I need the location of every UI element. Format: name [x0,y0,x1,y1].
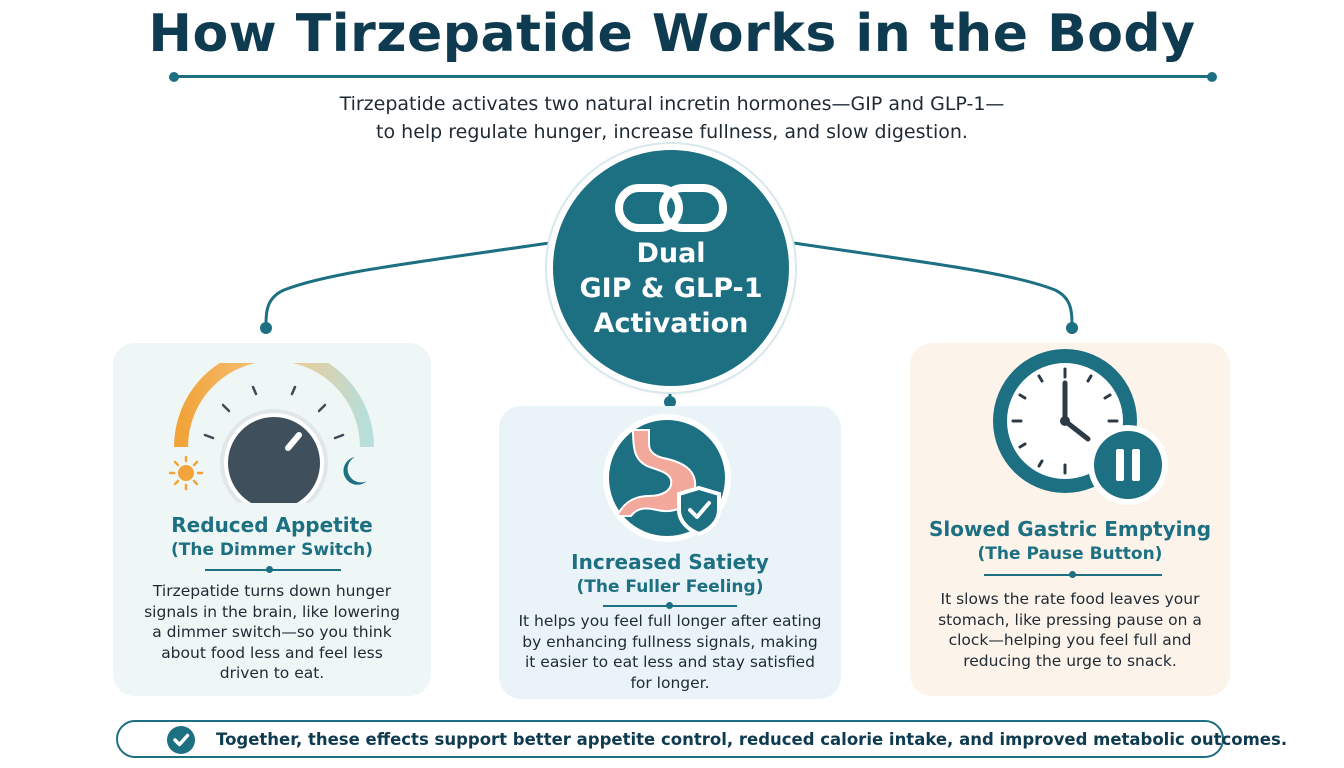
hub-line-2: GIP & GLP-1 [579,273,763,304]
card-slowed-gastric-emptying: Slowed Gastric Emptying (The Pause Butto… [910,343,1230,696]
card-left-subtitle: (The Dimmer Switch) [171,540,373,560]
connector-right-dot [1066,322,1078,334]
card-left-divider [205,569,341,571]
clock-pause-icon [993,349,1168,505]
card-left-body: Tirzepatide turns down hunger signals in… [113,581,431,684]
dual-activation-hub: Dual GIP & GLP-1 Activation [553,150,789,386]
card-right-body-line: clock—helping you feel full and [948,631,1192,649]
check-circle-icon [167,726,195,754]
intro-line-1: Tirzepatide activates two natural incret… [339,93,1005,115]
card-middle-subtitle: (The Fuller Feeling) [576,577,764,597]
card-right-body-line: stomach, like pressing pause on a [938,610,1202,629]
divider-dot-right [1207,72,1217,82]
card-right-body-line: reducing the urge to snack. [963,651,1177,670]
card-middle-body: It helps you feel full longer after eati… [499,611,841,693]
intro-line-2: to help regulate hunger, increase fullne… [376,121,968,143]
card-left-divider-dot [266,566,273,573]
connector-left-dot [260,322,272,334]
card-left-body-line: about food less and feel less [161,643,383,662]
card-left-body-line: driven to eat. [219,664,325,682]
chain-link-icon [615,184,727,232]
card-middle-body-line: for longer. [630,673,710,692]
stomach-shield-icon [603,414,731,542]
intro-text: Tirzepatide activates two natural incret… [250,90,1094,146]
card-left-body-line: signals in the brain, like lowering [144,602,400,621]
card-middle-body-line: It helps you feel full longer after eati… [518,612,822,630]
hub-line-3: Activation [593,308,749,339]
dimmer-dial-icon [169,363,374,503]
card-middle-title: Increased Satiety [571,550,769,574]
title-divider [174,75,1212,78]
summary-text: Together, these effects support better a… [216,730,1288,749]
card-left-body-line: Tirzepatide turns down hunger [152,582,392,600]
card-middle-divider-dot [666,602,673,609]
card-right-title: Slowed Gastric Emptying [928,517,1212,541]
connector-left [264,240,557,329]
card-right-subtitle: (The Pause Button) [977,544,1163,564]
moon-icon [343,457,367,485]
summary-banner: Together, these effects support better a… [116,720,1287,758]
card-middle-body-line: by enhancing fullness signals, making [522,632,818,651]
card-reduced-appetite: Reduced Appetite (The Dimmer Switch) Tir… [113,343,431,696]
sun-icon [169,455,204,491]
card-right-divider-dot [1069,571,1076,578]
page-title: How Tirzepatide Works in the Body [148,4,1196,64]
divider-dot-left [169,72,179,82]
card-left-body-line: a dimmer switch—so you think [152,623,392,641]
hub-label: Dual GIP & GLP-1 Activation [553,236,789,341]
card-right-body: It slows the rate food leaves your stoma… [910,589,1230,671]
connector-right [786,240,1074,329]
card-middle-body-line: it easier to eat less and stay satisfied [524,653,816,671]
hub-line-1: Dual [636,238,706,269]
card-right-body-line: It slows the rate food leaves your [940,590,1200,608]
card-increased-satiety: Increased Satiety (The Fuller Feeling) I… [499,406,841,699]
card-left-title: Reduced Appetite [171,513,373,537]
connector-middle-dot [664,396,676,408]
